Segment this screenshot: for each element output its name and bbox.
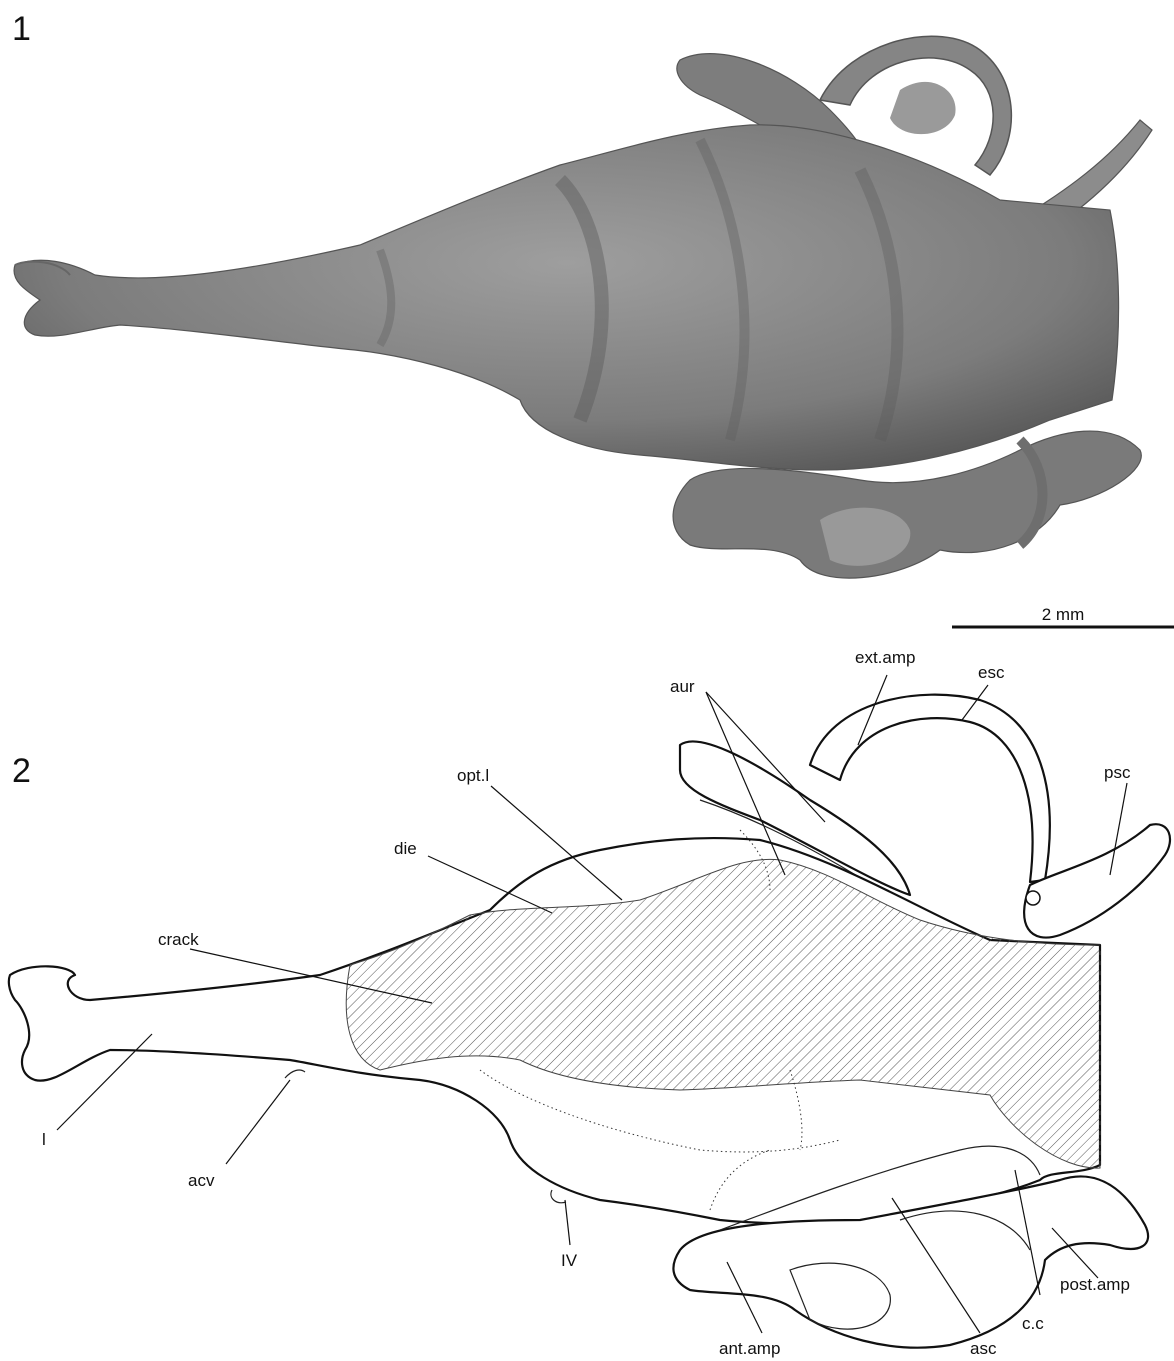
panel-2-number: 2 [12,752,31,790]
scale-bar-label: 2 mm [1042,605,1085,624]
label-acv: acv [188,1171,215,1190]
scale-bar: 2 mm [952,605,1174,627]
label-die: die [394,839,417,858]
label-ext-amp: ext.amp [855,648,915,667]
brain-line-drawing [9,695,1170,1348]
label-iv: IV [561,1251,578,1270]
label-psc: psc [1104,763,1131,782]
brain-3d-render [14,36,1152,578]
label-crack: crack [158,930,199,949]
label-post-amp: post.amp [1060,1275,1130,1294]
label-opt-l: opt.l [457,766,489,785]
label-l: l [42,1130,46,1149]
label-c-c: c.c [1022,1314,1044,1333]
label-asc: asc [970,1339,997,1358]
panel-1-number: 1 [12,10,31,48]
label-aur: aur [670,677,695,696]
label-esc: esc [978,663,1005,682]
label-ant-amp: ant.amp [719,1339,780,1358]
